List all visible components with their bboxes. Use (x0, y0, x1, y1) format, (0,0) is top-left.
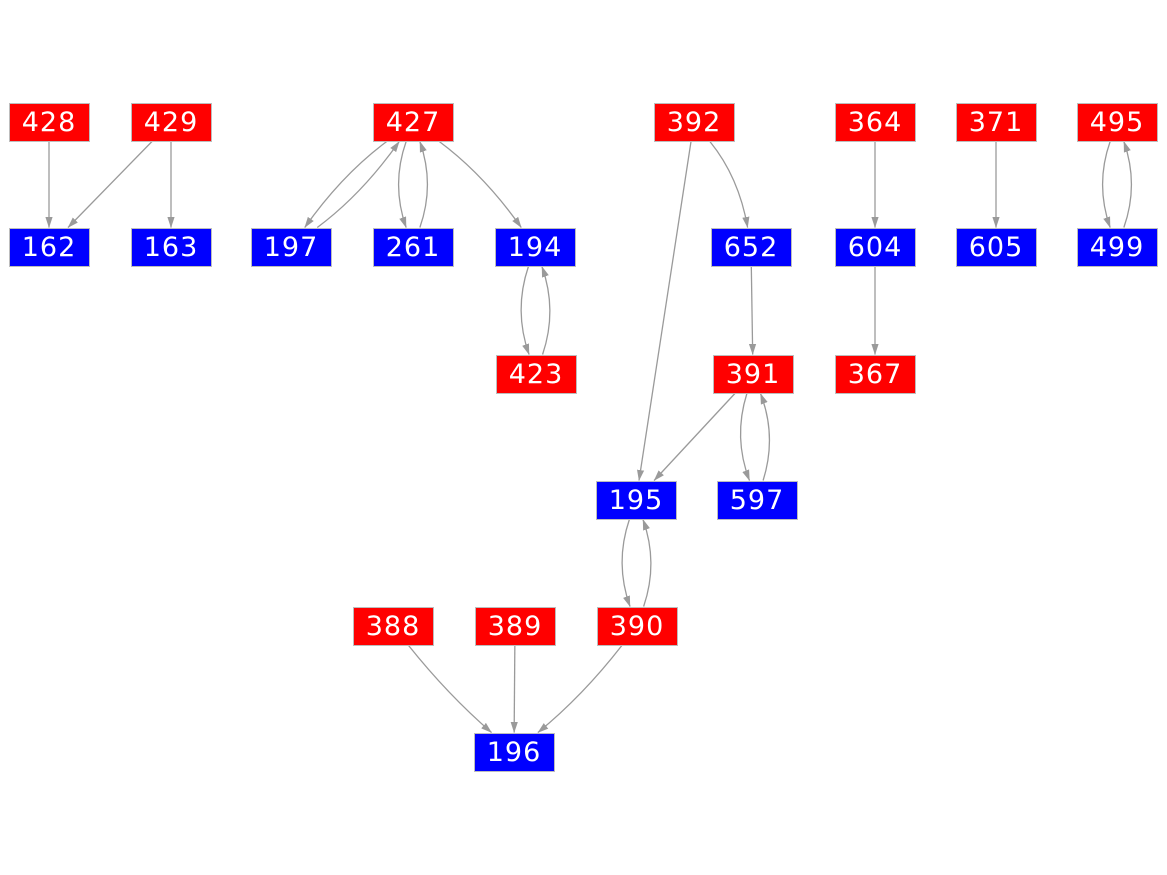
node-371: 371 (955, 102, 1037, 142)
edge-429-162 (67, 141, 153, 228)
edge-390-196 (537, 645, 623, 734)
edge-423-194 (541, 266, 551, 355)
node-427: 427 (372, 102, 454, 142)
node-597: 597 (716, 480, 798, 520)
node-605: 605 (955, 227, 1037, 267)
node-391: 391 (712, 354, 794, 394)
node-163: 163 (130, 227, 212, 267)
edge-597-391 (759, 393, 771, 481)
node-495: 495 (1076, 102, 1158, 142)
edge-194-423 (520, 266, 530, 355)
edge-391-597 (739, 393, 751, 481)
edge-392-195 (637, 141, 692, 481)
edge-427-194 (438, 140, 522, 228)
node-364: 364 (834, 102, 916, 142)
edge-652-391 (748, 266, 757, 355)
node-428: 428 (8, 102, 90, 142)
node-499: 499 (1076, 227, 1158, 267)
node-604: 604 (834, 227, 916, 267)
edge-427-197 (304, 140, 388, 228)
node-194: 194 (494, 227, 576, 267)
edge-388-196 (408, 645, 492, 733)
edge-495-499 (1101, 141, 1111, 228)
edge-392-652 (709, 141, 750, 228)
node-389: 389 (474, 606, 556, 646)
node-392: 392 (653, 102, 735, 142)
node-367: 367 (834, 354, 916, 394)
node-423: 423 (495, 354, 577, 394)
edge-499-495 (1123, 141, 1133, 228)
node-195: 195 (595, 480, 677, 520)
edge-390-195 (642, 519, 652, 607)
edge-197-427 (316, 141, 400, 229)
edge-389-196 (510, 645, 518, 733)
node-162: 162 (8, 227, 90, 267)
edge-391-195 (653, 393, 736, 481)
node-429: 429 (130, 102, 212, 142)
node-261: 261 (372, 227, 454, 267)
edge-195-390 (621, 519, 631, 607)
edge-261-427 (419, 141, 429, 228)
edge-427-261 (397, 141, 407, 228)
node-652: 652 (710, 227, 792, 267)
node-388: 388 (352, 606, 434, 646)
node-197: 197 (250, 227, 332, 267)
node-196: 196 (473, 732, 555, 772)
node-390: 390 (596, 606, 678, 646)
